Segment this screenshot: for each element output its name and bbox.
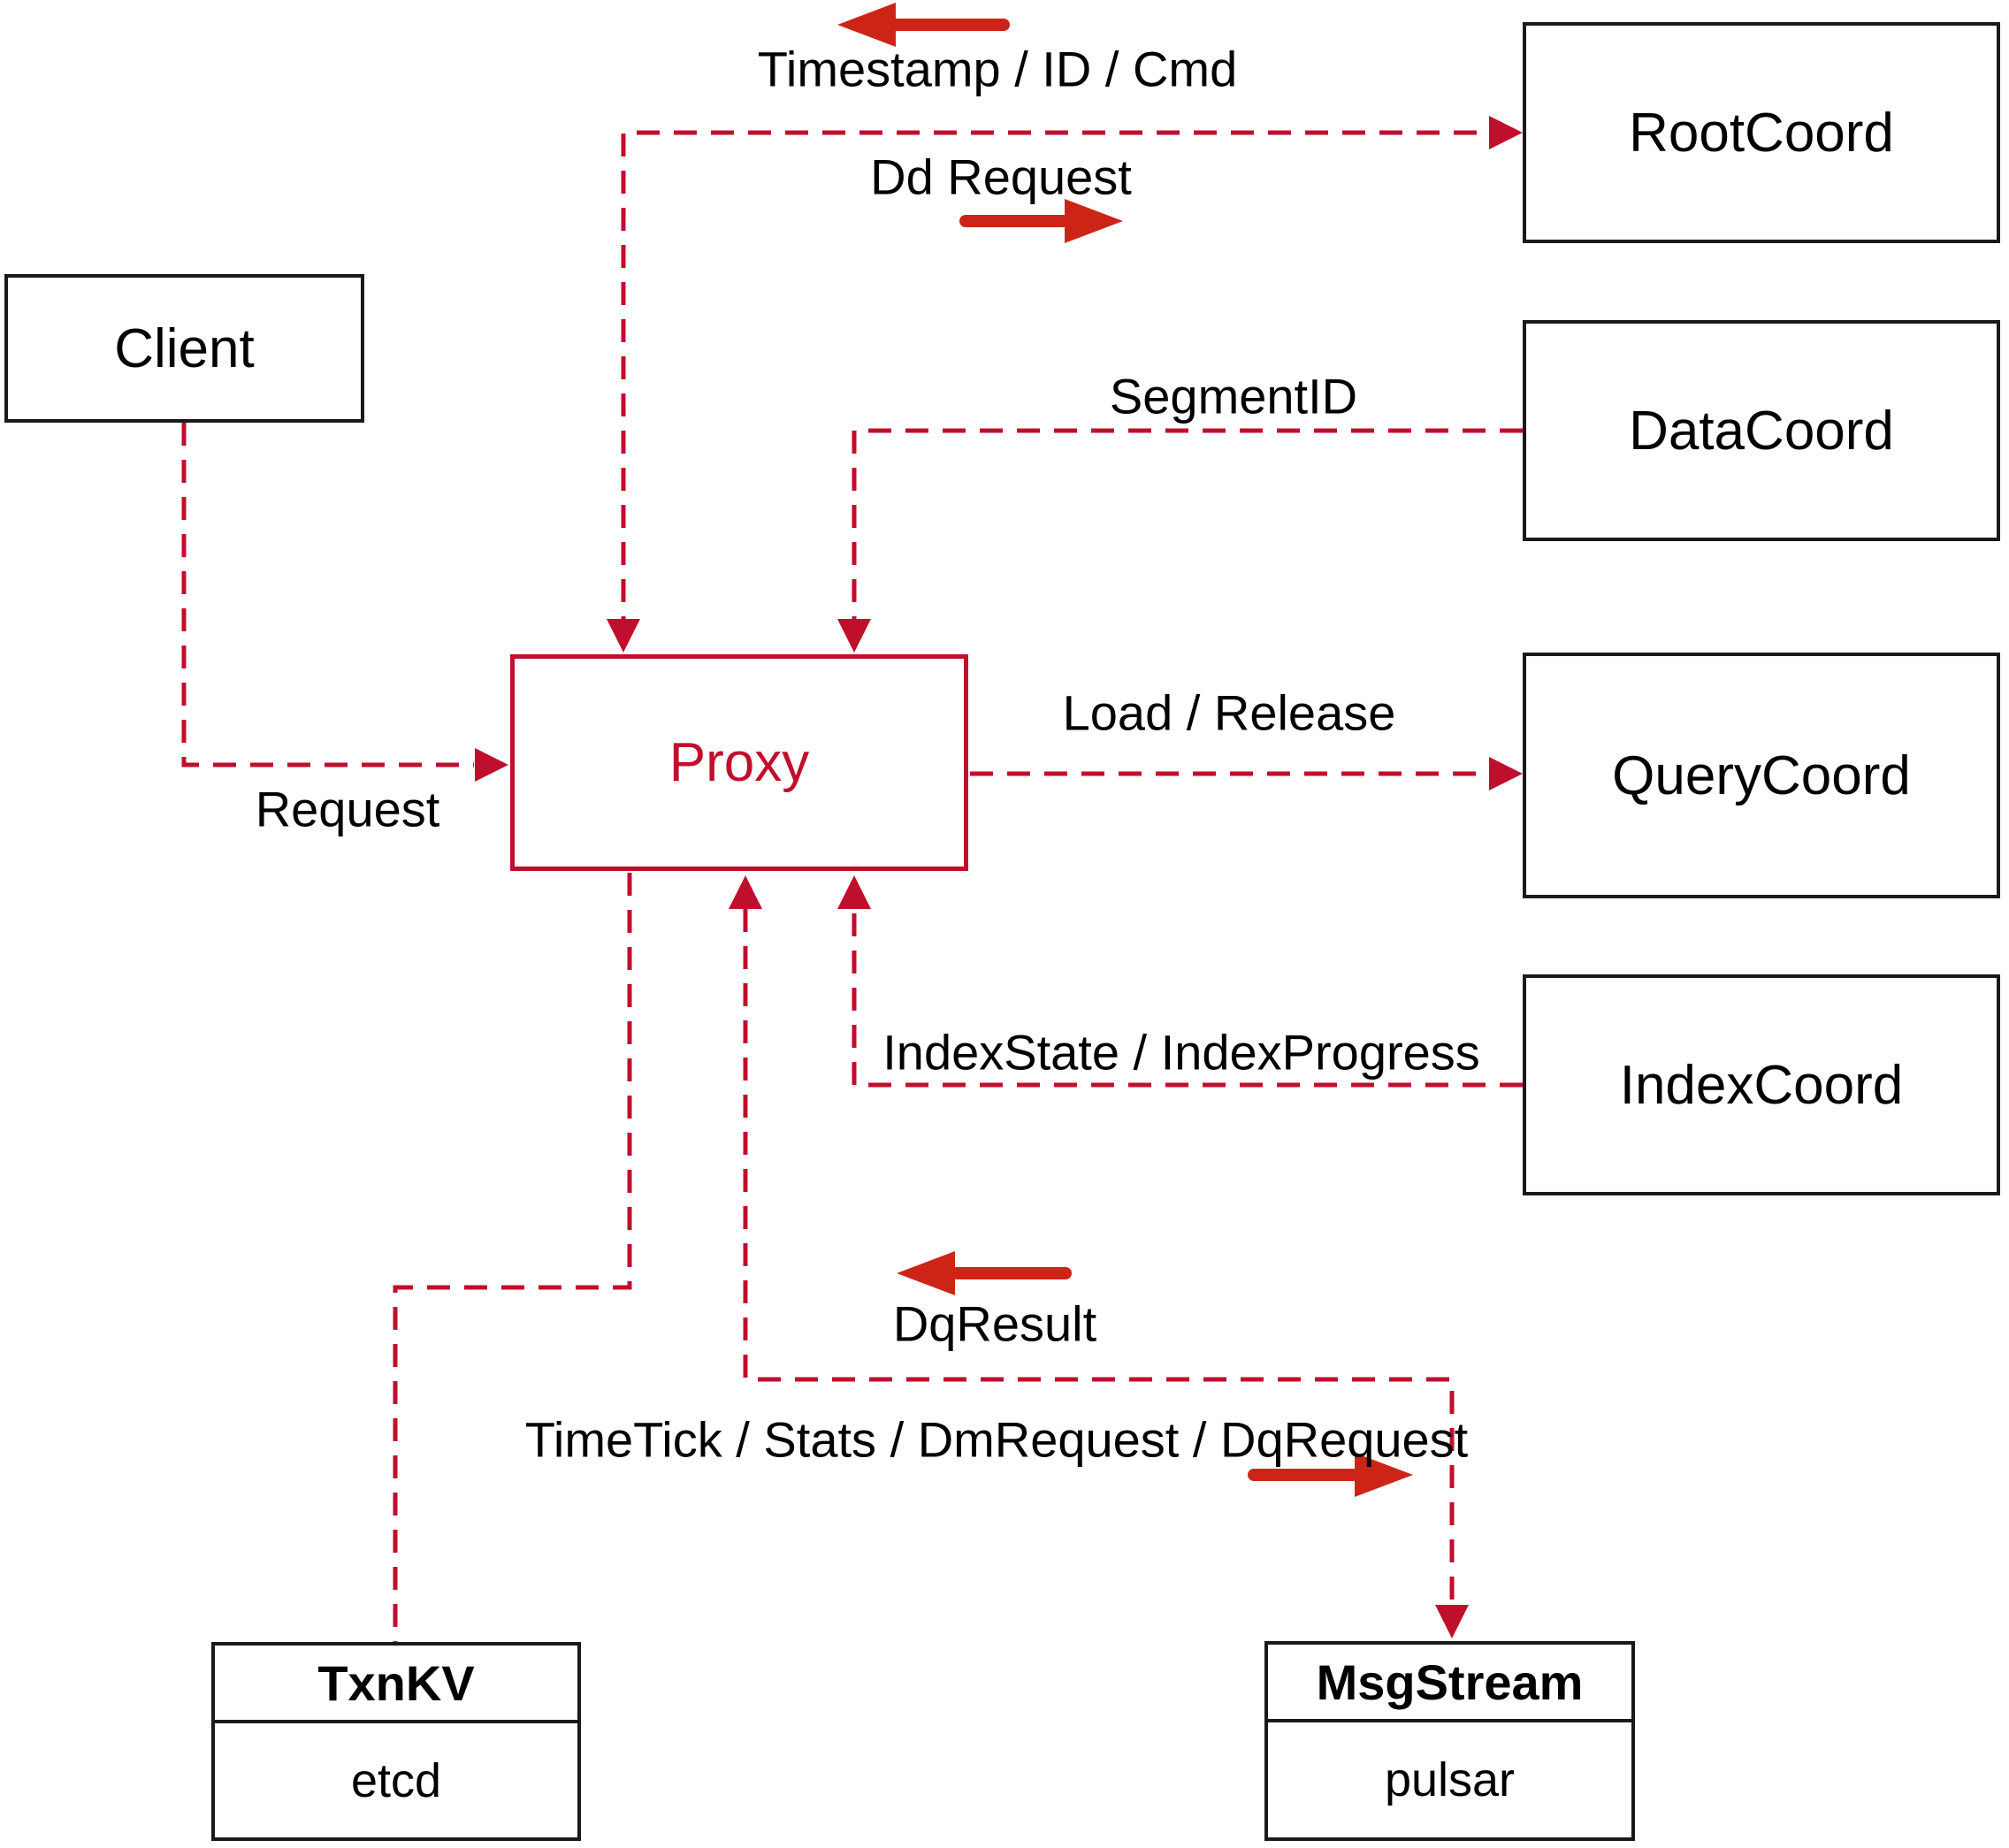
- arrowhead-indexcoord-into-proxy-icon: [837, 875, 871, 909]
- edge-label-timetick-stats: TimeTick / Stats / DmRequest / DqRequest: [524, 1411, 1469, 1468]
- txnkv-node-title: TxnKV: [215, 1646, 577, 1723]
- indexcoord-node-label: IndexCoord: [1619, 1054, 1904, 1116]
- edge-client-proxy: [181, 423, 474, 767]
- rootcoord-node-label: RootCoord: [1629, 102, 1894, 164]
- msgstream-node-title: MsgStream: [1268, 1645, 1631, 1722]
- querycoord-node-label: QueryCoord: [1612, 745, 1911, 806]
- proxy-node: Proxy: [510, 654, 968, 871]
- client-node: Client: [4, 274, 364, 423]
- arrowhead-rootcoord-into-proxy-icon: [607, 619, 640, 653]
- querycoord-node: QueryCoord: [1523, 653, 2000, 898]
- arrowhead-into-msgstream-icon: [1435, 1605, 1469, 1638]
- edge-indexcoord-proxy: [852, 909, 1523, 1088]
- proxy-node-label: Proxy: [668, 732, 810, 793]
- rootcoord-node: RootCoord: [1523, 22, 2000, 243]
- direction-arrowhead-ddrequest-right-icon: [1065, 199, 1123, 243]
- edge-proxy-txnkv: [393, 873, 632, 1642]
- edge-datacoord-proxy: [852, 428, 1523, 619]
- arrowhead-request-into-proxy-icon: [475, 748, 508, 782]
- arrowhead-datacoord-into-proxy-icon: [837, 619, 871, 653]
- edge-label-timestamp-id-cmd: Timestamp / ID / Cmd: [757, 41, 1238, 97]
- direction-arrowhead-dqresult-left-icon: [897, 1251, 955, 1295]
- txnkv-node-sublabel: etcd: [350, 1753, 442, 1807]
- edge-label-request: Request: [255, 781, 440, 837]
- direction-arrowhead-timestamp-left-icon: [837, 3, 896, 47]
- direction-arrowhead-timetick-right-icon: [1355, 1453, 1413, 1497]
- edge-label-load-release: Load / Release: [1062, 684, 1396, 741]
- edge-label-dq-result: DqResult: [892, 1295, 1097, 1352]
- msgstream-node: MsgStream pulsar: [1264, 1641, 1635, 1841]
- datacoord-node: DataCoord: [1523, 320, 2000, 541]
- edge-label-segment-id: SegmentID: [1109, 368, 1358, 424]
- edge-proxy-msgstream: [743, 909, 1455, 1605]
- arrowhead-into-querycoord-icon: [1489, 757, 1523, 790]
- datacoord-node-label: DataCoord: [1629, 400, 1894, 462]
- indexcoord-node: IndexCoord: [1523, 974, 2000, 1195]
- edge-label-dd-request: Dd Request: [870, 149, 1132, 205]
- arrowhead-msgstream-into-proxy-icon: [729, 875, 762, 909]
- txnkv-node: TxnKV etcd: [211, 1642, 581, 1841]
- edge-label-index-state-progress: IndexState / IndexProgress: [882, 1024, 1480, 1081]
- client-node-label: Client: [114, 317, 255, 379]
- arrowhead-into-rootcoord-icon: [1489, 116, 1523, 149]
- msgstream-node-sublabel: pulsar: [1384, 1753, 1516, 1806]
